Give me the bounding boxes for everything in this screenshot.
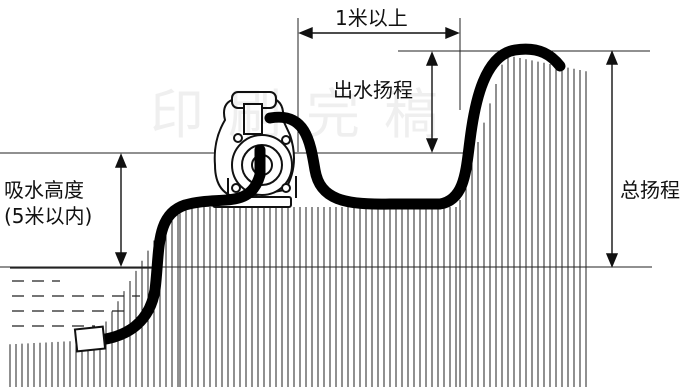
discharge-head-label: 出水扬程: [333, 78, 413, 102]
foot-valve-strainer: [73, 325, 107, 353]
water-surface: [10, 267, 160, 327]
suction-height-limit-label: (5米以内): [4, 204, 93, 228]
total-head-label: 总扬程: [620, 178, 680, 202]
suction-hose: [94, 144, 266, 346]
distance-label: 1米以上: [335, 6, 408, 30]
dimension-arrows: [114, 26, 619, 268]
watermark: 印刷完稿: [150, 83, 462, 146]
ground-hatch-hill: [459, 55, 587, 387]
pump-outlet-neck: [243, 103, 263, 135]
hoses: [94, 43, 566, 346]
ground-hatch-plateau: [179, 207, 457, 387]
discharge-hose: [264, 43, 566, 210]
suction-height-label: 吸水高度: [4, 178, 84, 202]
